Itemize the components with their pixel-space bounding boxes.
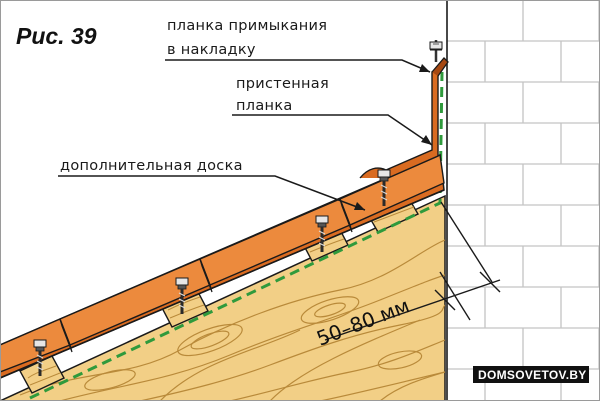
- wall-strip: [359, 57, 449, 179]
- watermark-text: DOMSOVETOV.BY: [478, 368, 587, 382]
- dimension-line: [324, 201, 501, 341]
- metal-roof-tiles: [0, 153, 445, 379]
- membrane-line: [29, 71, 444, 400]
- wood-grain: [19, 239, 445, 401]
- label-flashing-line1: планка примыкания: [167, 18, 327, 34]
- screws: [33, 169, 391, 376]
- roof-screw: [315, 215, 329, 252]
- label-flashing-line2: в накладку: [167, 42, 256, 58]
- label-extra-board: дополнительная доска: [60, 158, 243, 174]
- brick-wall: [447, 0, 600, 401]
- watermark: DOMSOVETOV.BY: [473, 366, 589, 383]
- roof-screw: [175, 277, 189, 314]
- figure-label: Рис. 39: [16, 23, 97, 49]
- wall-fastener-screw: [429, 40, 443, 62]
- label-wall-strip-line2: планка: [236, 98, 293, 114]
- roof-screw: [377, 169, 391, 206]
- rafter-wood: [0, 189, 446, 401]
- roof-screw: [33, 339, 47, 376]
- leader-arrowheads: [354, 64, 432, 210]
- label-wall-strip-line1: пристенная: [236, 76, 329, 92]
